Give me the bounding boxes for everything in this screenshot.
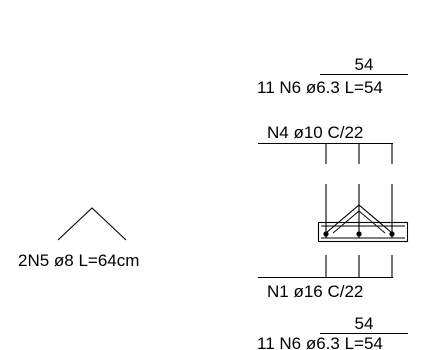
slab-section — [317, 221, 409, 243]
bent-bar-shape — [57, 207, 127, 241]
bottom-length-label: 54 — [355, 314, 374, 333]
lower-rebar-callout: N1 ø16 C/22 — [267, 282, 363, 301]
bent-bar-callout: 2N5 ø8 L=64cm — [18, 251, 139, 270]
rebar-dot-mid — [356, 231, 362, 237]
section-bent-bar — [325, 204, 393, 234]
rebar-dot-left — [323, 231, 329, 237]
top-length-label: 54 — [355, 55, 374, 74]
top-bar-callout: 11 N6 ø6.3 L=54 — [257, 78, 383, 97]
section-bent-bar-inner — [332, 210, 386, 234]
bottom-bar-callout: 11 N6 ø6.3 L=54 — [257, 334, 383, 350]
upper-rebar-callout: N4 ø10 C/22 — [267, 123, 363, 142]
rebar-dot-right — [389, 231, 395, 237]
